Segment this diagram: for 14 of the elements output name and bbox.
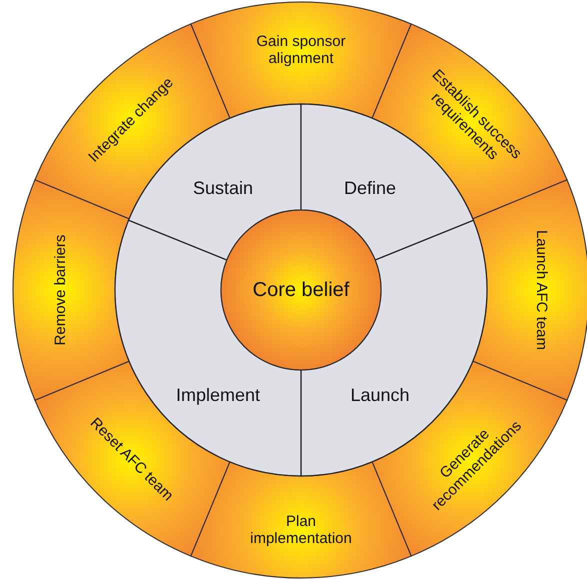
ring-segment [190,461,412,578]
phase-label: Sustain [192,178,254,198]
ring-segment [472,179,587,401]
phase-label: Launch [350,384,410,406]
segment-label: Remove barriers [52,234,70,346]
segment-label: Launch AFC team [532,230,550,350]
segment-label: Plan implementation [249,512,353,548]
phase-label: Implement [176,384,260,406]
phase-label: Define [344,178,396,198]
ring-segment [12,179,130,401]
segment-label: Gain sponsor alignment [255,32,347,68]
ring-segment [190,2,412,119]
core-circle [220,210,382,370]
core-label: Core belief [252,278,350,302]
